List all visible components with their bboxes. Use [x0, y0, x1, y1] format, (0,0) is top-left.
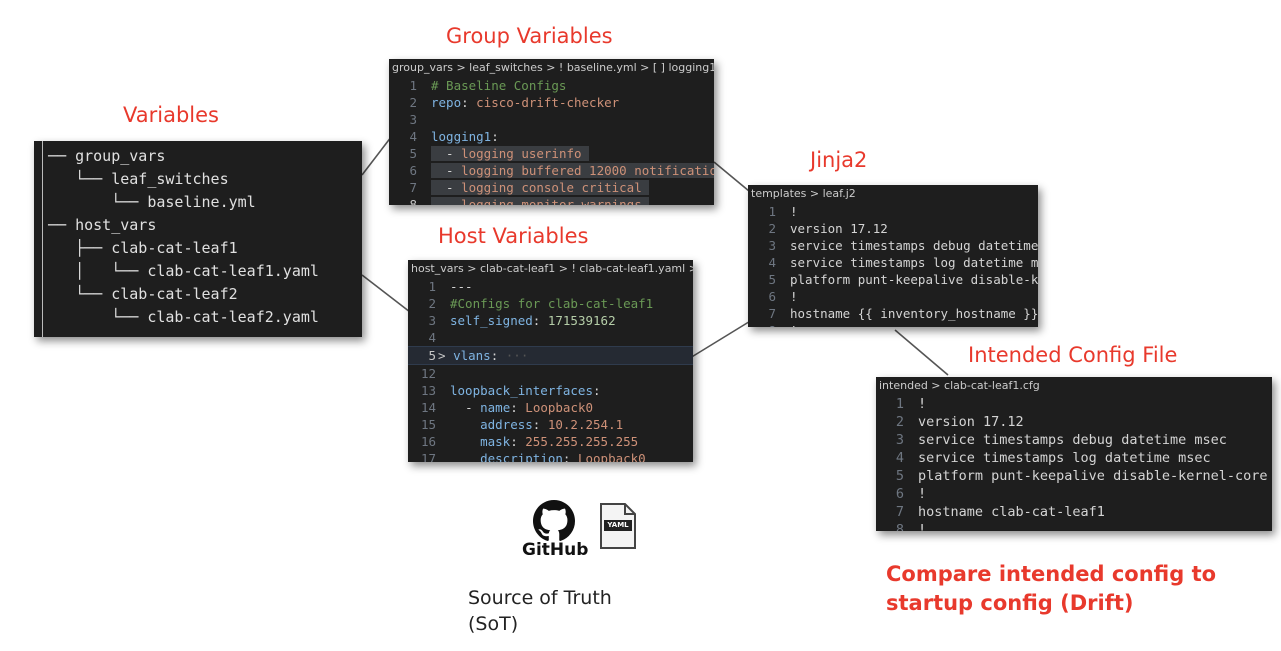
directory-tree-panel: ── group_vars └── leaf_switches └── base…: [34, 141, 362, 337]
connector-host-to-jinja: [689, 319, 753, 359]
tree-item-clab-cat-leaf1[interactable]: ├── clab-cat-leaf1: [48, 239, 238, 257]
tree-item-group-vars[interactable]: ── group_vars: [48, 147, 166, 165]
github-label: GitHub: [522, 540, 589, 560]
group-vars-editor: group_vars > leaf_switches > ! baseline.…: [389, 59, 714, 205]
jinja-breadcrumb[interactable]: templates > leaf.j2: [751, 187, 856, 200]
yaml-document-icon: [600, 503, 636, 549]
comment-baseline-configs: # Baseline Configs: [431, 78, 567, 93]
heading-group-variables: Group Variables: [446, 24, 613, 48]
github-octocat-icon: [533, 500, 575, 541]
heading-intended-config-file: Intended Config File: [968, 343, 1178, 367]
group-vars-breadcrumb[interactable]: group_vars > leaf_switches > ! baseline.…: [392, 61, 714, 74]
heading-host-variables: Host Variables: [438, 224, 589, 248]
source-of-truth-caption: Source of Truth (SoT): [468, 587, 612, 635]
github-logo: GitHub: [522, 500, 589, 560]
tree-item-baseline-yml[interactable]: └── baseline.yml: [48, 193, 256, 211]
yaml-file-icon: YAML: [595, 502, 639, 550]
tree-item-clab-cat-leaf1-yaml[interactable]: │ └── clab-cat-leaf1.yaml: [48, 262, 319, 280]
tree-item-leaf-switches[interactable]: └── leaf_switches: [48, 170, 229, 188]
tree-item-clab-cat-leaf2[interactable]: └── clab-cat-leaf2: [48, 285, 238, 303]
tree-item-clab-cat-leaf2-yaml[interactable]: └── clab-cat-leaf2.yaml: [48, 308, 319, 326]
connector-jinja-to-intended: [894, 329, 949, 376]
heading-variables: Variables: [123, 103, 219, 127]
heading-jinja2: Jinja2: [810, 148, 868, 172]
folded-vlans-row[interactable]: 5> vlans: ···: [408, 346, 693, 365]
tree-guide: [42, 141, 43, 337]
chevron-right-icon[interactable]: >: [438, 348, 454, 363]
tree-item-host-vars[interactable]: ── host_vars: [48, 216, 157, 234]
host-vars-breadcrumb[interactable]: host_vars > clab-cat-leaf1 > ! clab-cat-…: [411, 262, 693, 275]
compare-drift-text: Compare intended config to startup confi…: [886, 562, 1217, 615]
connector-tree-to-host: [361, 274, 411, 313]
intended-breadcrumb[interactable]: intended > clab-cat-leaf1.cfg: [879, 379, 1040, 392]
host-vars-editor: host_vars > clab-cat-leaf1 > ! clab-cat-…: [408, 260, 693, 462]
